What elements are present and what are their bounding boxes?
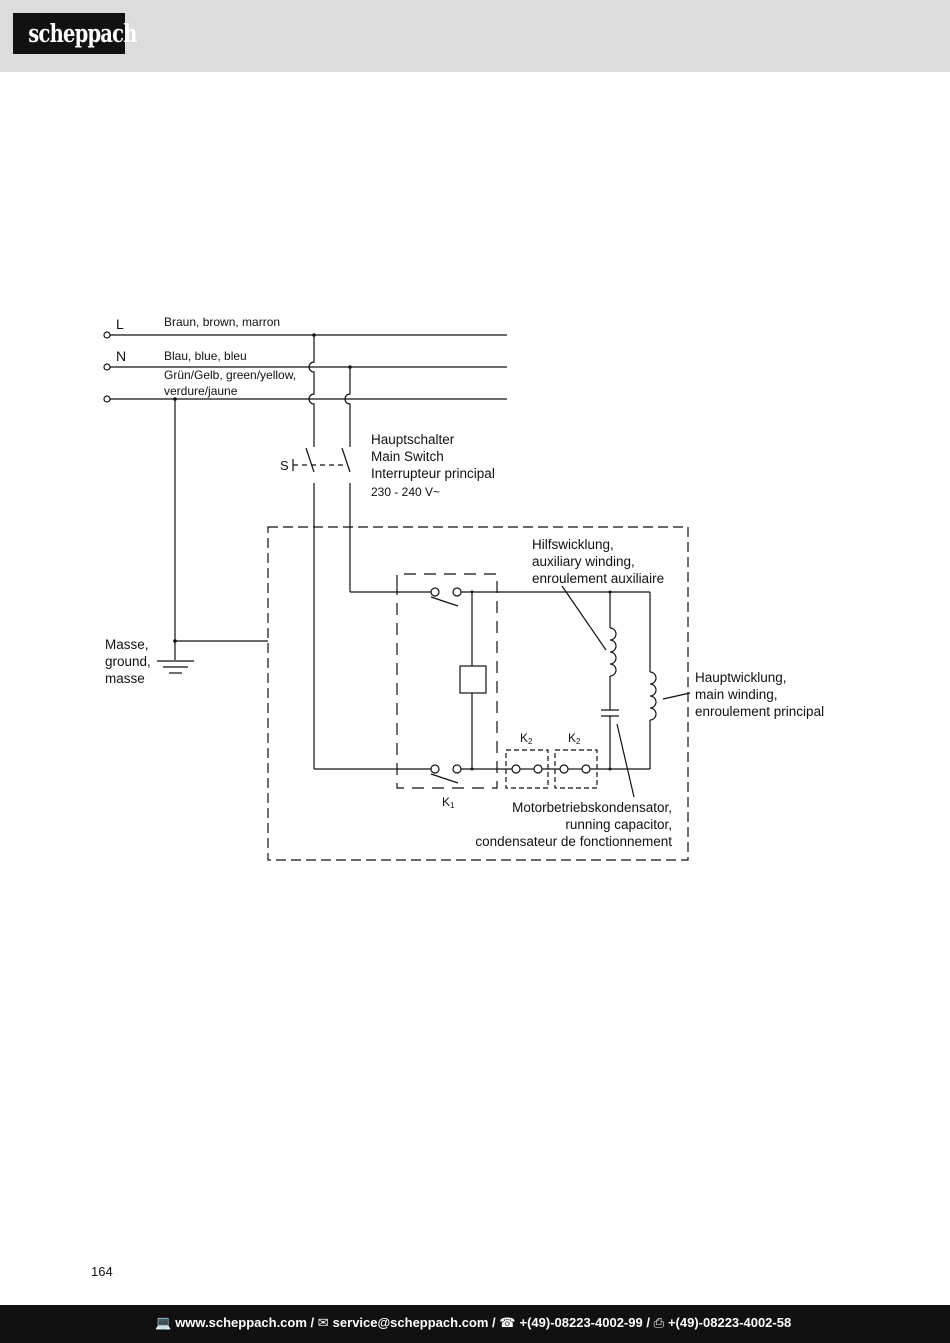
- footer-email[interactable]: service@scheppach.com: [332, 1315, 489, 1330]
- k2a-label: K2: [520, 731, 533, 746]
- capacitor-label-1: Motorbetriebskondensator,: [512, 800, 672, 815]
- footer-separator-3: /: [642, 1315, 654, 1330]
- ground-label-3: masse: [105, 671, 145, 686]
- switch-blade-l: [305, 447, 315, 473]
- k2a-label-sub: 2: [528, 737, 533, 746]
- capacitor-label-3: condensateur de fonctionnement: [475, 834, 672, 849]
- footer-band: 💻www.scheppach.com / ✉service@scheppach.…: [0, 1305, 950, 1343]
- wire-pe-color-2: verdure/jaune: [164, 384, 238, 398]
- footer-phone[interactable]: +(49)-08223-4002-99: [519, 1315, 643, 1330]
- k1-relay-box: [396, 573, 498, 789]
- wire-l-drop: [308, 335, 315, 447]
- switch-blade-n: [341, 447, 351, 473]
- wire-l-color: Braun, brown, marron: [164, 315, 280, 329]
- switch-label-2: Main Switch: [371, 449, 444, 464]
- aux-winding-label-2: auxiliary winding,: [532, 554, 635, 569]
- mail-icon: ✉: [317, 1315, 329, 1330]
- k1-bottom-contact-a: [430, 764, 440, 774]
- main-winding-coil: [649, 671, 657, 721]
- leader-aux: [561, 585, 607, 651]
- k1-label: K1: [442, 795, 455, 810]
- capacitor-label-2: running capacitor,: [565, 817, 672, 832]
- switch-label-1: Hauptschalter: [371, 432, 455, 447]
- junction-k1-bottom: [470, 767, 474, 771]
- terminal-n-label: N: [116, 348, 126, 364]
- main-winding-label-2: main winding,: [695, 687, 778, 702]
- junction-aux-bottom: [608, 767, 612, 771]
- leader-capacitor: [616, 723, 635, 798]
- k2a-contact-b: [533, 764, 543, 774]
- k2a-label-main: K: [520, 731, 528, 745]
- aux-winding-label-1: Hilfswicklung,: [532, 537, 614, 552]
- wire-n-drop: [344, 367, 351, 447]
- terminal-n: [103, 363, 111, 371]
- footer-fax: +(49)-08223-4002-58: [667, 1315, 792, 1330]
- aux-winding-label-3: enroulement auxiliaire: [532, 571, 664, 586]
- junction-ground: [173, 639, 177, 643]
- k1-bottom-contact-b: [452, 764, 462, 774]
- k2b-label-sub: 2: [576, 737, 581, 746]
- switch-voltage: 230 - 240 V~: [371, 485, 440, 499]
- aux-winding-coil: [609, 627, 617, 677]
- brand-logo-text: scheppach: [28, 19, 137, 48]
- junction-aux-top: [608, 590, 612, 594]
- wire-n-color: Blau, blue, bleu: [164, 349, 247, 363]
- header-band: scheppach: [0, 0, 950, 72]
- k1-top-blade: [430, 596, 459, 607]
- page-number: 164: [91, 1264, 113, 1279]
- ground-label-2: ground,: [105, 654, 151, 669]
- k1-label-sub: 1: [450, 801, 455, 810]
- brand-logo[interactable]: scheppach: [13, 13, 137, 54]
- k2b-label-main: K: [568, 731, 576, 745]
- k1-bottom-blade: [430, 773, 459, 784]
- leader-main: [662, 692, 691, 700]
- terminal-l-label: L: [116, 316, 124, 332]
- footer-contact-row: 💻www.scheppach.com / ✉service@scheppach.…: [155, 1305, 791, 1341]
- switch-label-3: Interrupteur principal: [371, 466, 495, 481]
- k2b-contact-a: [559, 764, 569, 774]
- k2a-contact-a: [511, 764, 521, 774]
- junction-l: [312, 333, 316, 337]
- terminal-pe: [103, 395, 111, 403]
- fax-icon: ⎙: [653, 1315, 664, 1330]
- computer-icon: 💻: [155, 1315, 172, 1330]
- phone-icon: ☎: [499, 1315, 516, 1330]
- main-winding-label-3: enroulement principal: [695, 704, 824, 719]
- main-winding-label-1: Hauptwicklung,: [695, 670, 787, 685]
- k2b-contact-b: [581, 764, 591, 774]
- junction-n: [348, 365, 352, 369]
- junction-pe: [173, 397, 177, 401]
- switch-symbol: S: [280, 458, 289, 473]
- wire-pe-color-1: Grün/Gelb, green/yellow,: [164, 368, 296, 382]
- footer-separator-1: /: [306, 1315, 318, 1330]
- terminal-l: [103, 331, 111, 339]
- footer-website[interactable]: www.scheppach.com: [175, 1315, 307, 1330]
- k1-top-contact-a: [430, 587, 440, 597]
- ground-label-1: Masse,: [105, 637, 149, 652]
- k1-coil: [459, 665, 487, 694]
- k1-top-contact-b: [452, 587, 462, 597]
- footer-separator-2: /: [488, 1315, 500, 1330]
- k1-label-main: K: [442, 795, 450, 809]
- junction-k1-top: [470, 590, 474, 594]
- k2b-label: K2: [568, 731, 581, 746]
